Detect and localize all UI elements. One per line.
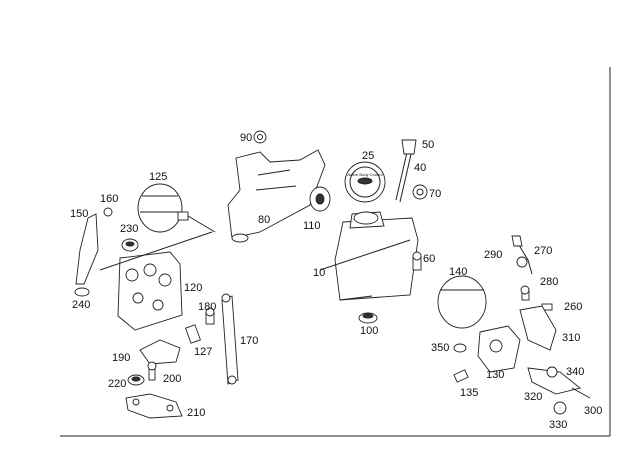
callout-100: 100 xyxy=(360,325,378,337)
callout-350: 350 xyxy=(431,342,449,354)
bracket-part-80 xyxy=(227,149,326,243)
plate-part-210 xyxy=(125,393,183,419)
callout-140: 140 xyxy=(449,266,467,278)
callout-10: 10 xyxy=(313,267,325,279)
bolt-part-280 xyxy=(520,285,530,301)
callout-300: 300 xyxy=(584,405,602,417)
nut-part-290 xyxy=(516,256,528,268)
callout-25: 25 xyxy=(362,150,374,162)
pin-part-300 xyxy=(571,387,591,399)
callout-210: 210 xyxy=(187,407,205,419)
callout-160: 160 xyxy=(100,193,118,205)
pressure-sphere-part-125 xyxy=(137,183,216,233)
callout-220: 220 xyxy=(108,378,126,390)
callout-170: 170 xyxy=(240,335,258,347)
nut-part-330 xyxy=(553,401,567,415)
stamp-label: Active Body Control xyxy=(347,172,382,177)
callout-260: 260 xyxy=(564,301,582,313)
callout-190: 190 xyxy=(112,352,130,364)
bushing-part-340 xyxy=(546,366,558,378)
grommet-part-100 xyxy=(358,312,378,324)
washer-part-160 xyxy=(103,207,113,217)
bracket-arm-part-150 xyxy=(75,213,99,285)
bushing-part-110 xyxy=(309,186,331,212)
grommet-part-240 xyxy=(74,287,90,297)
callout-110: 110 xyxy=(303,220,321,232)
callout-200: 200 xyxy=(163,373,181,385)
active-body-control-stamp xyxy=(344,161,386,203)
callout-180: 180 xyxy=(198,301,216,313)
valve-block-part-120 xyxy=(99,231,213,331)
callout-80: 80 xyxy=(258,214,270,226)
fitting-part-180 xyxy=(205,307,215,325)
bolt-part-60 xyxy=(412,251,422,271)
reservoir-part xyxy=(319,211,419,301)
pump-part-130 xyxy=(477,325,521,373)
callout-127: 127 xyxy=(194,346,212,358)
callout-310: 310 xyxy=(562,332,580,344)
callout-135: 135 xyxy=(460,387,478,399)
bracket-part-310 xyxy=(519,305,557,351)
callout-280: 280 xyxy=(540,276,558,288)
nut-part-230 xyxy=(121,238,139,252)
fitting-part-127 xyxy=(184,324,202,344)
callout-90: 90 xyxy=(240,132,252,144)
cap-part xyxy=(412,184,428,200)
accumulator-part-140 xyxy=(437,275,487,329)
callout-150: 150 xyxy=(70,208,88,220)
nut-part-90 xyxy=(253,130,267,144)
bolt-part-200 xyxy=(147,361,157,381)
callout-60: 60 xyxy=(423,253,435,265)
callout-40: 40 xyxy=(414,162,426,174)
rod-part-170 xyxy=(221,293,239,385)
callout-330: 330 xyxy=(549,419,567,431)
bracket-part-190 xyxy=(139,339,181,365)
callout-320: 320 xyxy=(524,391,542,403)
callout-70: 70 xyxy=(429,188,441,200)
fitting-part-135 xyxy=(453,369,469,383)
dipstick-part xyxy=(395,139,417,203)
callout-290: 290 xyxy=(484,249,502,261)
nut-part-350 xyxy=(453,343,467,353)
callout-120: 120 xyxy=(184,282,202,294)
callout-50: 50 xyxy=(422,139,434,151)
callout-340: 340 xyxy=(566,366,584,378)
pipe-part-270 xyxy=(511,235,533,275)
callout-130: 130 xyxy=(486,369,504,381)
callout-240: 240 xyxy=(72,299,90,311)
nut-part-220 xyxy=(127,374,145,386)
callout-230: 230 xyxy=(120,223,138,235)
callout-270: 270 xyxy=(534,245,552,257)
callout-125: 125 xyxy=(149,171,167,183)
